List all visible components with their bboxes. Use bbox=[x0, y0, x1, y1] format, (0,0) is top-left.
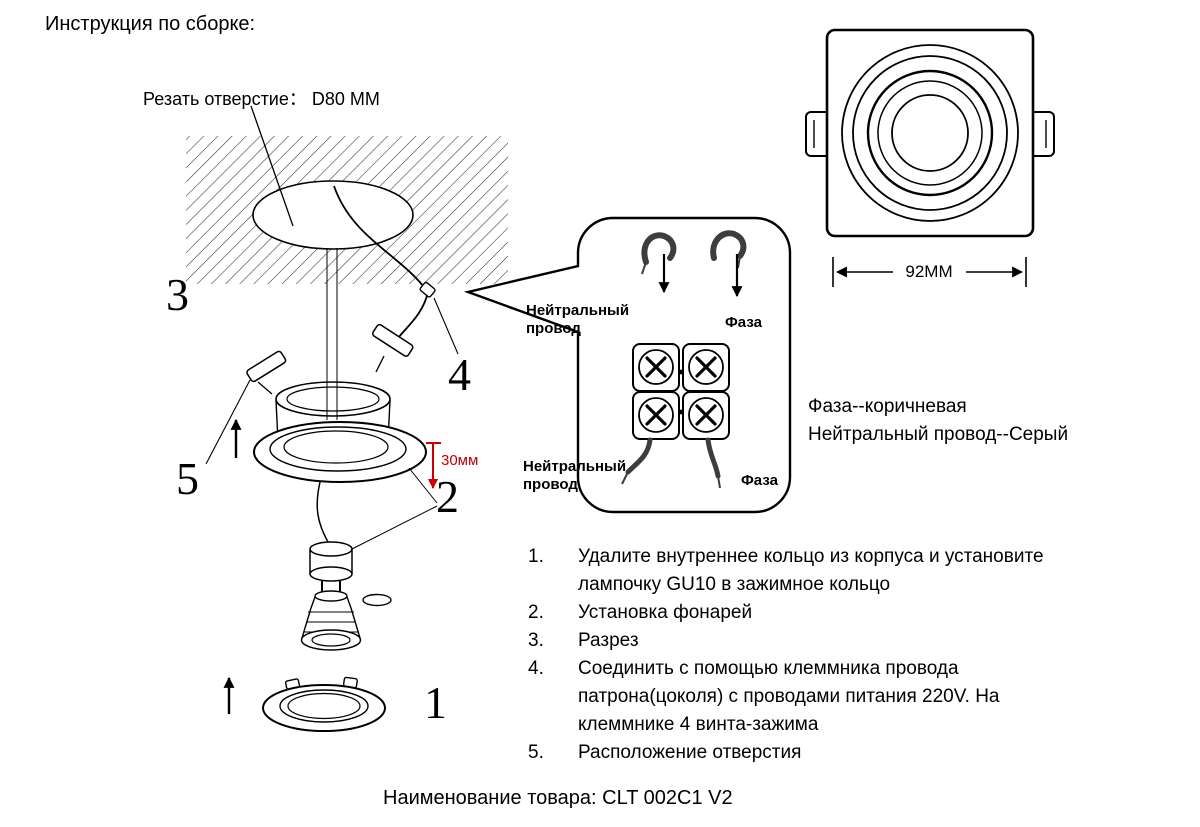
step-4-number: 4. bbox=[528, 658, 544, 679]
step-5: 5. Расположение отверстия bbox=[528, 739, 1112, 767]
part-number-5: 5 bbox=[176, 453, 199, 504]
part2-leaders bbox=[351, 467, 438, 550]
page-title: Инструкция по сборке: bbox=[45, 13, 256, 35]
step-5-text: Расположение отверстия bbox=[578, 742, 802, 763]
step-1-text: Удалите внутреннее кольцо из корпуса и у… bbox=[578, 546, 1044, 595]
step-2-number: 2. bbox=[528, 602, 544, 623]
callout-wires-top bbox=[641, 230, 747, 298]
wiring-note-neutral: Нейтральный провод--Серый bbox=[808, 424, 1069, 445]
phase-label-bottom: Фаза bbox=[741, 472, 778, 489]
step-2-text: Установка фонарей bbox=[578, 602, 753, 623]
dimension-92mm bbox=[832, 257, 1027, 287]
step-3: 3. Разрез bbox=[528, 627, 1112, 655]
clamp-ring bbox=[223, 676, 386, 732]
part-number-2: 2 bbox=[436, 471, 459, 522]
step-1: 1. Удалите внутреннее кольцо из корпуса … bbox=[528, 543, 1112, 599]
step-2: 2. Установка фонарей bbox=[528, 599, 1112, 627]
neutral-wire-label-bottom: Нейтральный провод bbox=[523, 458, 627, 493]
neutral-wire-label-top: Нейтральный провод bbox=[526, 302, 630, 337]
depth-label-30mm: 30мм bbox=[441, 452, 479, 469]
part5-arrow bbox=[205, 379, 251, 465]
part-number-3: 3 bbox=[166, 269, 189, 320]
phase-label-top: Фаза bbox=[725, 314, 762, 331]
step-4: 4. Соединить с помощью клеммника провода… bbox=[528, 655, 1112, 739]
step-5-number: 5. bbox=[528, 742, 544, 763]
depth-arrow-30mm bbox=[426, 442, 441, 489]
cut-hole-label: Резать отверстие： D80 MM bbox=[143, 89, 380, 109]
step-3-number: 3. bbox=[528, 630, 544, 651]
square-fixture-face bbox=[805, 28, 1055, 238]
screw-crosses bbox=[645, 356, 717, 426]
ceiling-hatch-section bbox=[186, 105, 508, 284]
terminal-block bbox=[632, 343, 730, 440]
step-4-text: Соединить с помощью клеммника провода па… bbox=[578, 658, 1000, 735]
callout-wires-bottom bbox=[621, 437, 721, 489]
part-number-1: 1 bbox=[424, 677, 447, 728]
hanging-wires bbox=[326, 248, 338, 420]
dimension-label-92mm: 92MM bbox=[905, 262, 953, 281]
step-3-text: Разрез bbox=[578, 630, 639, 651]
fixture-assembly bbox=[246, 323, 427, 483]
step-1-number: 1. bbox=[528, 546, 544, 567]
product-name: Наименование товара: CLT 002C1 V2 bbox=[383, 787, 733, 809]
wiring-note-phase: Фаза--коричневая bbox=[808, 396, 967, 417]
assembly-steps: 1. Удалите внутреннее кольцо из корпуса … bbox=[528, 543, 1112, 767]
lamp-holder-and-bulb bbox=[300, 481, 392, 651]
part-number-4: 4 bbox=[448, 349, 471, 400]
